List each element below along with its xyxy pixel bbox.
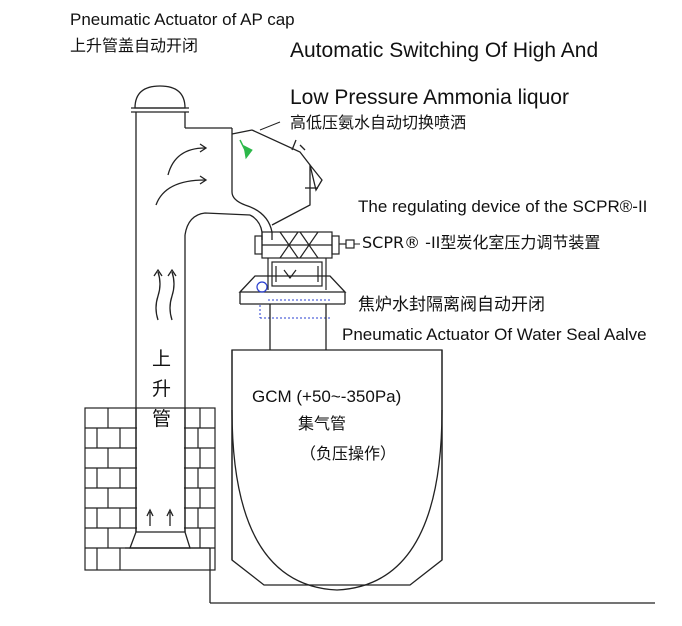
water-seal-valve [238, 275, 347, 350]
riser-label-char-1: 上 [152, 348, 172, 370]
auto-switch-label-en-1: Automatic Switching Of High And [290, 39, 599, 62]
ammonia-valve-icon [239, 139, 253, 160]
water-seal-label-cn: 焦炉水封隔离阀自动开闭 [358, 295, 545, 315]
gcm-collecting-main [231, 349, 443, 591]
gcm-label-cn: 集气管 [298, 414, 347, 433]
gcm-note-cn: （负压操作） [300, 444, 397, 463]
regulating-device-label-en: The regulating device of the SCPR®-II [358, 197, 648, 216]
riser-label-char-2: 升 [152, 378, 172, 400]
auto-switch-label-en-2: Low Pressure Ammonia liquor [290, 86, 569, 109]
auto-switch-label-cn: 高低压氨水自动切换喷洒 [290, 113, 467, 132]
seal-blue-indicator [256, 281, 268, 293]
leader-lines [259, 121, 360, 245]
riser-label-char-3: 管 [152, 408, 172, 430]
bridge-pipe [184, 127, 323, 240]
riser-cap [134, 85, 186, 109]
scpr-regulating-device [254, 231, 355, 290]
regulating-device-label-cn: SCPR® -II型炭化室压力调节装置 [362, 233, 601, 252]
gcm-label-en: GCM (+50~-350Pa) [252, 387, 402, 406]
actuator-ap-cap-label-en: Pneumatic Actuator of AP cap [70, 10, 295, 29]
water-seal-label-en: Pneumatic Actuator Of Water Seal Aalve [342, 325, 647, 344]
gas-flow-arrows [146, 143, 208, 526]
actuator-ap-cap-label-cn: 上升管盖自动开闭 [70, 36, 199, 55]
